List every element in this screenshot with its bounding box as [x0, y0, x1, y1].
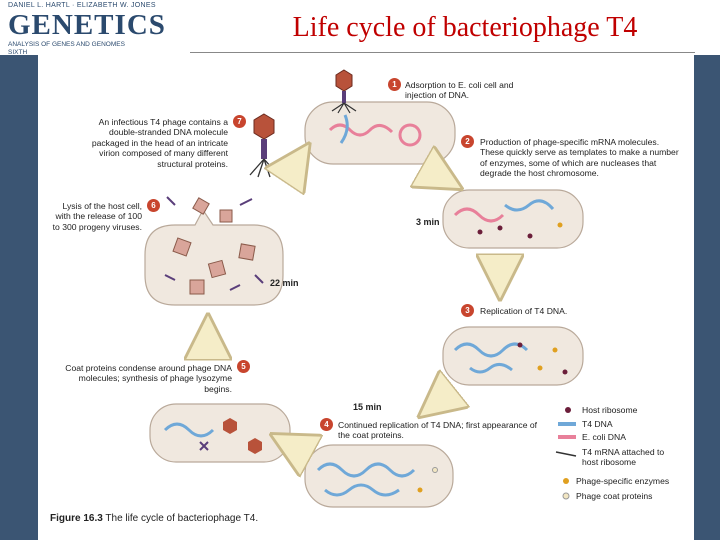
step-7-badge: 7	[233, 115, 246, 128]
legend-label-mrna: T4 mRNA attached to host ribosome	[582, 447, 665, 467]
step-5-text: Coat proteins condense around phage DNA …	[65, 363, 232, 394]
legend-swatch-t4-dna	[558, 422, 576, 426]
cycle-arrows	[208, 150, 500, 450]
step-1-badge: 1	[388, 78, 401, 91]
legend-label-ecoli-dna: E. coli DNA	[582, 432, 626, 442]
phage-adsorbed	[331, 69, 357, 114]
figure-number: Figure 16.3	[50, 513, 103, 524]
cell-stage-5	[149, 403, 291, 463]
legend-swatch-ribosome	[565, 407, 571, 413]
cell-stage-1	[304, 101, 456, 165]
figure-caption: Figure 16.3 The life cycle of bacterioph…	[50, 513, 258, 524]
step-3-text: Replication of T4 DNA.	[480, 306, 568, 316]
time-label-15min: 15 min	[353, 402, 382, 412]
legend-label-enzymes: Phage-specific enzymes	[576, 476, 670, 486]
step-2-text: Production of phage-specific mRNA molecu…	[480, 137, 679, 179]
book-authors: DANIEL L. HARTL · ELIZABETH W. JONES	[8, 2, 156, 9]
slide-title: Life cycle of bacteriophage T4	[292, 12, 638, 43]
left-sidebar	[0, 55, 38, 540]
legend-label-coat-proteins: Phage coat proteins	[576, 491, 653, 501]
figure-caption-text: The life cycle of bacteriophage T4.	[105, 513, 259, 524]
step-6-badge: 6	[147, 199, 160, 212]
cell-stage-4	[304, 444, 454, 508]
book-subtitle: ANALYSIS OF GENES AND GENOMES	[8, 41, 125, 48]
legend-swatches	[555, 407, 577, 500]
step-4-text: Continued replication of T4 DNA; first a…	[338, 420, 538, 441]
step-3-badge: 3	[461, 304, 474, 317]
step-7-text: An infectious T4 phage contains a double…	[91, 117, 228, 169]
slide-header: DANIEL L. HARTL · ELIZABETH W. JONES GEN…	[0, 0, 720, 56]
step-1-text: Adsorption to E. coli cell and injection…	[405, 80, 514, 101]
step-6-text: Lysis of the host cell, with the release…	[52, 201, 142, 232]
right-sidebar	[694, 55, 720, 540]
cell-stage-3	[442, 326, 584, 386]
title-rule	[190, 52, 695, 53]
cell-stage-6-lysis	[144, 196, 284, 306]
legend-swatch-coat-proteins	[562, 492, 570, 500]
legend-swatch-mrna	[555, 451, 577, 457]
step-5-badge: 5	[237, 360, 250, 373]
phage-virion	[249, 113, 279, 178]
time-label-3min: 3 min	[416, 217, 440, 227]
book-logo: DANIEL L. HARTL · ELIZABETH W. JONES GEN…	[8, 2, 188, 64]
legend-swatch-ecoli-dna	[558, 435, 576, 439]
legend-label-ribosome: Host ribosome	[582, 405, 638, 415]
cell-stage-2	[442, 189, 584, 249]
book-edition: SIXTH	[8, 49, 28, 56]
legend-label-t4-dna: T4 DNA	[582, 419, 613, 429]
time-label-22min: 22 min	[270, 278, 299, 288]
legend-swatch-enzymes	[563, 478, 569, 484]
step-4-badge: 4	[320, 418, 333, 431]
book-title: GENETICS	[8, 9, 166, 41]
step-2-badge: 2	[461, 135, 474, 148]
